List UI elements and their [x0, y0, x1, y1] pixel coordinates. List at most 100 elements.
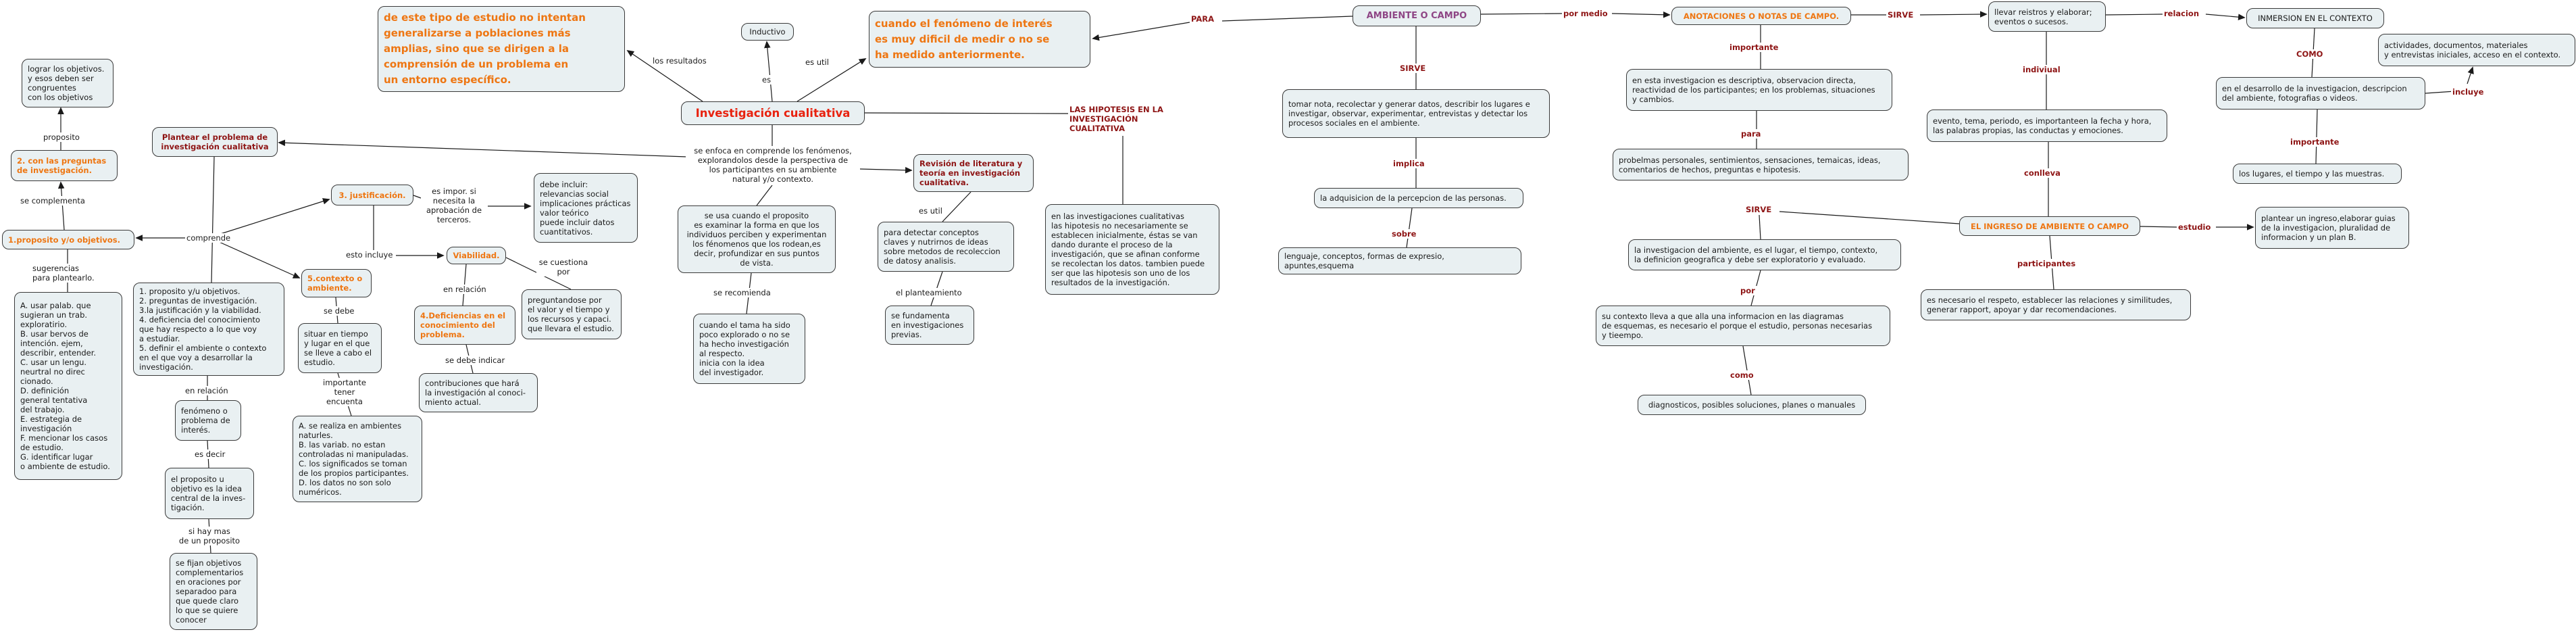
node-situar-tiempo[interactable]: situar en tiempo y lugar en el que se ll…: [298, 323, 382, 373]
connector-line: [626, 49, 703, 102]
connector-line: [864, 112, 1069, 114]
node-debe-incluir[interactable]: debe incluir: relevancias social implica…: [534, 173, 638, 243]
label-el-planteamiento[interactable]: el planteamiento: [894, 288, 966, 297]
node-en-esta-investigacion[interactable]: en esta investigacion es descriptiva, ob…: [1626, 69, 1892, 111]
label-importante-tener[interactable]: importante tener encuenta: [321, 378, 368, 406]
label-sirve-1[interactable]: SIRVE: [1886, 10, 1919, 20]
node-los-lugares[interactable]: los lugares, el tiempo y las muestras.: [2233, 164, 2402, 184]
node-la-adquisicion[interactable]: la adquisicion de la percepcion de las p…: [1314, 188, 1523, 208]
label-por-medio[interactable]: por medio: [1562, 9, 1611, 18]
node-sugerencias-lista[interactable]: A. usar palab. que sugieran un trab. exp…: [14, 292, 122, 480]
node-deficiencias[interactable]: 4.Deficiencias en el conocimiento del pr…: [414, 306, 515, 345]
label-en-relacion-2[interactable]: en relación: [442, 285, 489, 294]
label-implica[interactable]: implica: [1392, 159, 1428, 168]
label-importante-1[interactable]: importante: [1728, 43, 1784, 52]
node-llevar-registros[interactable]: llevar reistros y elaborar; eventos o su…: [1988, 1, 2106, 32]
node-anotaciones[interactable]: ANOTACIONES O NOTAS DE CAMPO.: [1671, 7, 1851, 25]
node-se-realiza[interactable]: A. se realiza en ambientes naturles. B. …: [293, 416, 422, 502]
node-proposito-idea[interactable]: el proposito u objetivo es la idea centr…: [165, 468, 254, 519]
label-se-cuestiona[interactable]: se cuestiona por: [536, 258, 590, 276]
label-es-decir[interactable]: es decir: [193, 449, 227, 459]
connector-line: [216, 240, 301, 278]
node-plantear-problema[interactable]: Plantear el problema de investigación cu…: [152, 127, 278, 157]
node-probelmas[interactable]: probelmas personales, sentimientos, sens…: [1613, 149, 1909, 180]
node-tomar-nota[interactable]: tomar nota, recolectar y generar datos, …: [1282, 89, 1550, 138]
label-es-impor[interactable]: es impor. si necesita la aprobación de t…: [421, 187, 487, 224]
node-proposito-objetivos[interactable]: 1.proposito y/o objetivos.: [2, 230, 134, 249]
node-preguntandose[interactable]: preguntandose por el valor y el tiempo y…: [522, 289, 622, 339]
label-es-util-2[interactable]: es util: [917, 206, 947, 216]
connector-line: [211, 156, 215, 283]
label-los-resultados[interactable]: los resultados: [651, 56, 715, 66]
label-esto-incluye[interactable]: esto incluye: [345, 250, 396, 260]
node-su-contexto[interactable]: su contexto lleva a que alla una informa…: [1596, 306, 1890, 346]
label-sirve-2[interactable]: SIRVE: [1398, 64, 1431, 73]
node-actividades[interactable]: actividades, documentos, materiales y en…: [2378, 34, 2575, 66]
label-para-2[interactable]: para: [1740, 129, 1765, 139]
label-para-mayus[interactable]: PARA: [1190, 14, 1221, 24]
node-ambiente-campo[interactable]: AMBIENTE O CAMPO: [1353, 5, 1481, 26]
label-por-2[interactable]: por: [1739, 286, 1761, 295]
node-es-necesario[interactable]: es necesario el respeto, establecer las …: [1921, 289, 2191, 320]
label-como-1[interactable]: COMO: [2295, 49, 2327, 59]
node-plantear-ingreso[interactable]: plantear un ingreso,elaborar guias de la…: [2255, 207, 2409, 249]
label-sirve-3[interactable]: SIRVE: [1744, 205, 1777, 214]
label-en-relacion-1[interactable]: en relación: [184, 386, 231, 395]
label-si-hay-mas[interactable]: si hay mas de un proposito: [175, 527, 244, 545]
label-comprende[interactable]: comprende: [185, 233, 234, 243]
label-sobre[interactable]: sobre: [1390, 229, 1420, 239]
label-conlleva[interactable]: conlleva: [2023, 168, 2063, 178]
label-relacion[interactable]: relacion: [2163, 9, 2204, 18]
label-proposito[interactable]: proposito: [42, 132, 82, 142]
connector-line: [1779, 211, 1960, 224]
node-comprende-lista[interactable]: 1. proposito y/u objetivos. 2. preguntas…: [133, 283, 284, 376]
node-contexto-ambiente[interactable]: 5.contexto o ambiente.: [301, 269, 372, 297]
node-viabilidad[interactable]: Viabilidad.: [447, 247, 506, 264]
node-lenguaje[interactable]: lenguaje, conceptos, formas de expresio,…: [1278, 247, 1521, 274]
connector-line: [1221, 16, 1353, 22]
connector-line: [2140, 226, 2177, 228]
node-diagnosticos[interactable]: diagnosticos, posibles soluciones, plane…: [1638, 395, 1866, 415]
connector-line: [1919, 11, 1988, 18]
node-el-ingreso[interactable]: EL INGRESO DE AMBIENTE O CAMPO: [1959, 216, 2140, 236]
node-cuando-fenomeno[interactable]: cuando el fenómeno de interés es muy dif…: [869, 11, 1090, 68]
label-como-2[interactable]: como: [1729, 370, 1759, 380]
node-contribuciones[interactable]: contribuciones que hará la investigación…: [419, 373, 538, 412]
text-las-hipotesis[interactable]: LAS HIPOTESIS EN LA INVESTIGACIÓN CUALIT…: [1069, 105, 1180, 136]
node-lograr-objetivos[interactable]: lograr los objetivos. y esos deben ser c…: [22, 59, 113, 107]
node-evento-tema[interactable]: evento, tema, periodo, es importanteen l…: [1927, 110, 2167, 142]
node-se-fijan[interactable]: se fijan objetivos complementarios en or…: [170, 553, 257, 630]
label-se-recomienda[interactable]: se recomienda: [712, 288, 777, 297]
node-investigacion-cualitativa[interactable]: Investigación cualitativa: [681, 101, 865, 125]
label-incluye[interactable]: incluye: [2451, 87, 2487, 97]
label-estudio[interactable]: estudio: [2177, 222, 2215, 232]
connector-line: [942, 191, 971, 222]
label-sugerencias[interactable]: sugerencias para plantearlo.: [31, 264, 103, 283]
label-se-complementa[interactable]: se complementa: [19, 196, 97, 205]
node-con-las-preguntas[interactable]: 2. con las preguntas de investigación.: [11, 150, 118, 181]
node-revision-literatura[interactable]: Revisión de literatura y teoría en inves…: [913, 154, 1034, 192]
node-de-este-tipo[interactable]: de este tipo de estudio no intentan gene…: [378, 6, 625, 92]
label-se-debe-indicar[interactable]: se debe indicar: [444, 356, 507, 365]
node-justificacion[interactable]: 3. justificación.: [331, 185, 413, 205]
connector-line: [57, 181, 65, 230]
node-en-las-investigaciones[interactable]: en las investigaciones cualitativas las …: [1045, 204, 1219, 295]
node-inductivo[interactable]: Inductivo: [741, 23, 794, 41]
node-cuando-tama[interactable]: cuando el tama ha sido poco explorado o …: [693, 314, 805, 384]
label-es-util-1[interactable]: es util: [804, 57, 834, 67]
node-se-usa-cuando[interactable]: se usa cuando el proposito es examinar l…: [678, 205, 836, 273]
connector-line: [413, 195, 422, 199]
node-en-el-desarrollo[interactable]: en el desarrollo de la investigacion, de…: [2216, 77, 2425, 110]
label-importante-2[interactable]: importante: [2289, 137, 2344, 147]
label-indiviual[interactable]: indiviual: [2021, 65, 2065, 74]
label-participantes[interactable]: participantes: [2016, 259, 2081, 268]
connector-line: [216, 198, 330, 236]
label-se-debe[interactable]: se debe: [322, 306, 356, 316]
node-inmersion[interactable]: INMERSION EN EL CONTEXTO: [2246, 8, 2384, 28]
node-la-investigacion-ambiente[interactable]: la investigacion del ambiente, es el lug…: [1628, 239, 1901, 270]
node-para-detectar[interactable]: para detectar conceptos claves y nutrirn…: [878, 222, 1014, 272]
label-es[interactable]: es: [761, 75, 774, 84]
node-fenomeno-interes[interactable]: fenómeno o problema de interés.: [175, 400, 241, 441]
node-se-fundamenta[interactable]: se fundamenta en investigaciones previas…: [885, 306, 974, 345]
label-se-enfoca[interactable]: se enfoca en comprende los fenómenos, ex…: [686, 146, 860, 185]
